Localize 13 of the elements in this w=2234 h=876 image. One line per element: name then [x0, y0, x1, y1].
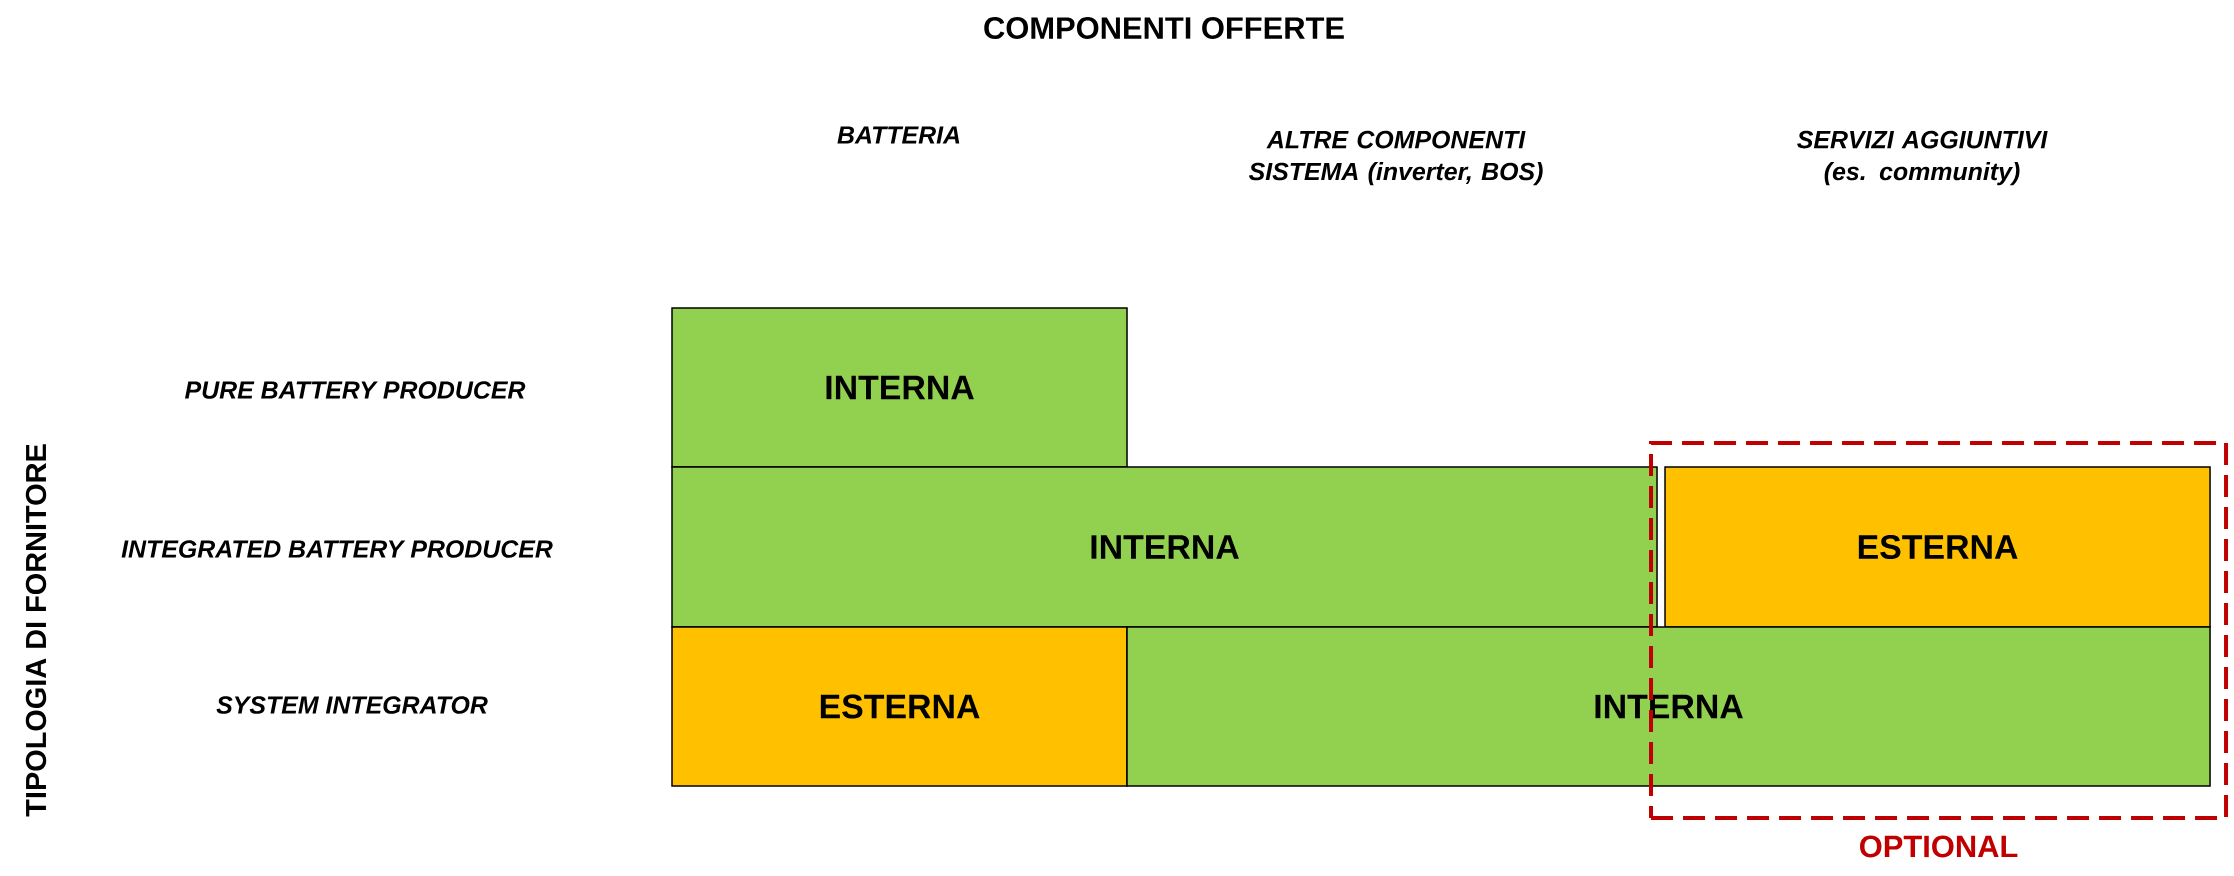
- node-label: OPTIONAL: [1860, 835, 2018, 858]
- matrix-box: INTERNA: [1126, 626, 2211, 787]
- column-header: ALTRE COMPONENTI SISTEMA (inverter, BOS): [1248, 130, 1543, 186]
- row-header: INTEGRATED BATTERY PRODUCER: [121, 540, 553, 558]
- axis-title: TIPOLOGIA DI FORNITORE: [25, 444, 47, 817]
- column-header: SERVIZI AGGIUNTIVI (es. community): [1797, 130, 2048, 186]
- row-header: PURE BATTERY PRODUCER: [185, 381, 526, 399]
- matrix-box: INTERNA: [671, 307, 1128, 468]
- matrix-box: ESTERNA: [671, 626, 1128, 787]
- row-header: SYSTEM INTEGRATOR: [216, 696, 488, 714]
- matrix-box: ESTERNA: [1664, 466, 2211, 628]
- title: COMPONENTI OFFERTE: [984, 17, 1344, 39]
- column-header: BATTERIA: [837, 126, 960, 144]
